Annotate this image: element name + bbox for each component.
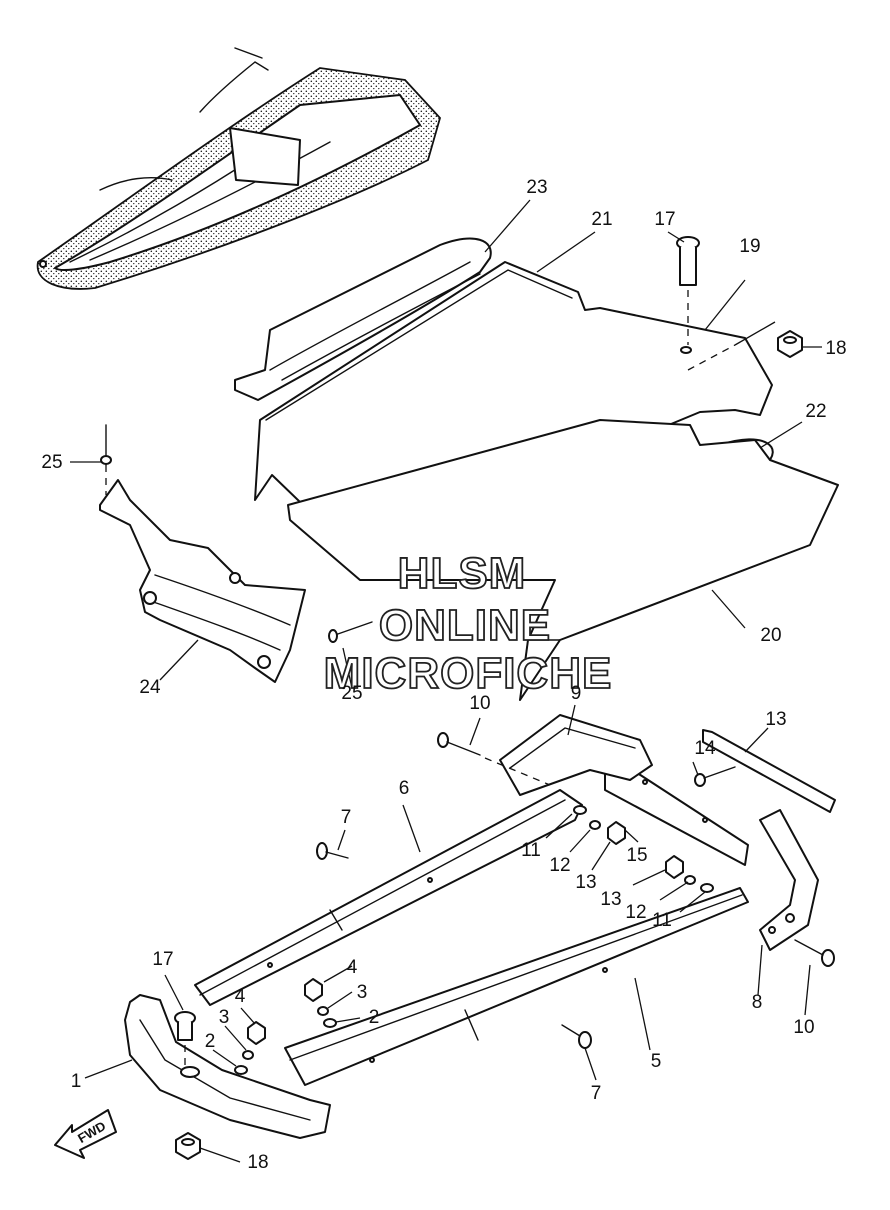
grommet-17-top [676, 236, 700, 354]
callout-25-top: 25 [41, 452, 62, 473]
callout-24: 24 [139, 677, 161, 698]
callout-6: 6 [399, 778, 410, 799]
callout-17-top: 17 [654, 209, 675, 230]
bumper-9 [499, 714, 653, 796]
washer-2-left [234, 1065, 248, 1075]
callout-2-left: 2 [205, 1031, 216, 1052]
nut-13-top [607, 821, 626, 845]
callout-10-bottom: 10 [793, 1017, 814, 1038]
screw-10-bottom [794, 939, 835, 967]
callout-7-bottom: 7 [591, 1083, 602, 1104]
callout-13-top: 13 [575, 872, 596, 893]
callout-1: 1 [71, 1071, 82, 1092]
callout-12-top: 12 [549, 855, 570, 876]
callout-11-top: 11 [521, 840, 541, 861]
callout-10-top: 10 [469, 693, 490, 714]
callout-8: 8 [752, 992, 763, 1013]
callout-22: 22 [805, 401, 826, 422]
callout-14: 15 [626, 845, 647, 866]
strip-15 [702, 729, 836, 813]
washer-3-left [242, 1050, 254, 1060]
callout-16: 14 [694, 738, 716, 759]
rivet-16 [694, 766, 736, 787]
nut-4-left [247, 1021, 266, 1045]
mat-23 [234, 237, 492, 401]
callout-18-top: 18 [825, 338, 846, 359]
callout-3-right: 3 [357, 982, 368, 1003]
callout-5: 5 [651, 1051, 662, 1072]
watermark-line-3: MICROFICHE [324, 649, 613, 698]
callout-2-right: 2 [369, 1007, 380, 1028]
callout-21: 21 [591, 209, 612, 230]
callout-12-bottom: 12 [625, 902, 646, 923]
callout-4-left: 4 [235, 986, 246, 1007]
bracket-24 [99, 479, 306, 683]
watermark-line-1: HLSM [398, 549, 527, 598]
watercraft-overview [36, 47, 442, 290]
rivet-25-top [100, 424, 112, 495]
callout-3-left: 3 [219, 1007, 230, 1028]
washer-11-top [573, 805, 587, 815]
watermark: HLSM ONLINE MICROFICHE [323, 548, 613, 699]
washer-11-bottom [700, 883, 714, 893]
screw-7-bottom [561, 1024, 592, 1049]
bumper-8 [759, 809, 819, 951]
nut-18-bottom [175, 1132, 201, 1160]
callout-9: 9 [571, 683, 582, 704]
bumper-1 [124, 994, 331, 1139]
screw-10-top [437, 732, 551, 786]
callout-13-bottom: 13 [600, 889, 621, 910]
rail-5 [284, 887, 749, 1086]
callout-20: 20 [760, 625, 781, 646]
callout-23: 23 [526, 177, 547, 198]
nut-18-top [777, 330, 803, 358]
callout-19: 19 [739, 236, 760, 257]
leader-lines [70, 199, 822, 1163]
rivet-25-bottom [328, 621, 373, 643]
screw-7-top [316, 842, 349, 860]
callout-15: 13 [765, 709, 786, 730]
washer-2-right [323, 1018, 337, 1028]
washer-3-right [317, 1006, 329, 1016]
nut-13-bottom [665, 855, 684, 879]
callout-17-bottom: 17 [152, 949, 173, 970]
lockwasher-12-top [589, 820, 601, 830]
fwd-arrow-icon: FWD [54, 1109, 117, 1159]
mat-20 [287, 419, 839, 701]
callout-4-right: 4 [347, 957, 358, 978]
grommet-17-bottom [174, 1011, 200, 1078]
callout-18-bottom: 18 [247, 1152, 268, 1173]
line-19 [687, 321, 776, 371]
watermark-line-2: ONLINE [379, 601, 551, 650]
callouts: 23 21 17 19 18 22 20 25 24 25 10 9 13 14… [41, 177, 846, 1173]
callout-11-bottom: 11 [652, 910, 672, 931]
callout-25-bottom: 25 [341, 683, 362, 704]
callout-7-top: 7 [341, 807, 352, 828]
nut-4-right [304, 978, 323, 1002]
